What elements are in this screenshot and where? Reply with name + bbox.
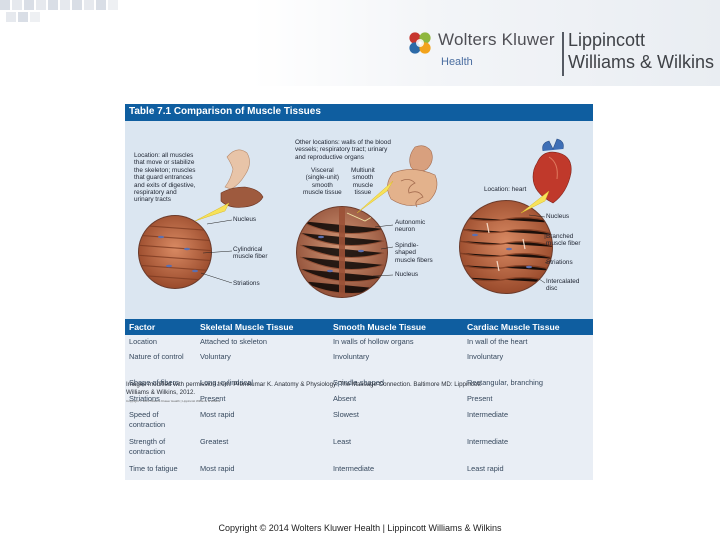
- header-band: Wolters Kluwer Health Lippincott William…: [0, 0, 720, 86]
- table-row: Time to fatigue Most rapid Intermediate …: [125, 462, 593, 480]
- table-row: Nature of control Voluntary Involuntary …: [125, 350, 593, 376]
- factor-cell: Time to fatigue: [129, 464, 178, 473]
- smooth-cell: Spindle shaped: [333, 378, 384, 387]
- logo-divider: [562, 32, 564, 76]
- flexed-arm-image: [220, 149, 264, 208]
- skeletal-cell: Most rapid: [200, 410, 235, 419]
- multiunit-smooth-label: Multiunit smooth muscle tissue: [351, 167, 375, 197]
- cardiac-cell: Least rapid: [467, 464, 504, 473]
- skeletal-striations-label: Striations: [233, 280, 260, 287]
- smooth-location-label: Other locations: walls of the blood vess…: [295, 139, 391, 161]
- cardiac-cell: Present: [467, 394, 493, 403]
- decorative-squares: [0, 0, 130, 30]
- skeletal-cell: Voluntary: [200, 352, 231, 361]
- table-row: Strength of contraction Greatest Least I…: [125, 435, 593, 462]
- factor-cell: Strength of contraction: [129, 437, 166, 457]
- column-header-cardiac: Cardiac Muscle Tissue: [467, 322, 560, 332]
- skeletal-cell: Attached to skeleton: [200, 337, 267, 346]
- skeletal-cell: Long, cylindrical: [200, 378, 253, 387]
- smooth-cell: In walls of hollow organs: [333, 337, 414, 346]
- factor-cell: Striations: [129, 394, 160, 403]
- smooth-nucleus-label: Nucleus: [395, 271, 419, 278]
- credit-fine-print: Copyright © 2014 Wolters Kluwer Health |…: [126, 399, 221, 403]
- autonomic-neuron-label: Autonomic neuron: [395, 219, 426, 234]
- skeletal-muscle-cross-section: [138, 215, 212, 289]
- digestive-organs-image: [387, 145, 438, 208]
- imprint-line-2: Williams & Wilkins: [568, 52, 714, 72]
- table-header-row: Factor Skeletal Muscle Tissue Smooth Mus…: [125, 319, 593, 335]
- skeletal-cell: Most rapid: [200, 464, 235, 473]
- muscle-illustration-panel: Location: all muscles that move or stabi…: [125, 121, 593, 319]
- cardiac-cell: Rectangular, branching: [467, 378, 544, 387]
- skeletal-nucleus-label: Nucleus: [233, 216, 257, 223]
- skeletal-cell: Present: [200, 394, 226, 403]
- visceral-smooth-label: Visceral (single-unit) smooth muscle tis…: [303, 167, 342, 197]
- brand-name: Wolters Kluwer: [438, 30, 555, 49]
- table-row: Shape of fibers Long, cylindrical Spindl…: [125, 376, 593, 392]
- cardiac-cell: In wall of the heart: [467, 337, 528, 346]
- heart-image: [532, 138, 572, 204]
- figure-title-bar: Table 7.1 Comparison of Muscle Tissues: [125, 104, 593, 121]
- column-header-skeletal: Skeletal Muscle Tissue: [200, 322, 294, 332]
- smooth-cell: Slowest: [333, 410, 359, 419]
- publisher-logo: Wolters Kluwer Health Lippincott William…: [407, 30, 717, 80]
- table-row: Speed of contraction Most rapid Slowest …: [125, 408, 593, 435]
- credit-line-1: Images modified with permission from: Pr…: [126, 381, 481, 388]
- intercalated-disc-label: Intercalated disc: [546, 278, 580, 293]
- skeletal-pointer-arrow: [194, 202, 230, 222]
- cardiac-pointer-arrow: [520, 190, 550, 214]
- cardiac-cell: Intermediate: [467, 437, 509, 446]
- cardiac-cell: Involuntary: [467, 352, 504, 361]
- factor-cell: Location: [129, 337, 157, 346]
- skeletal-fiber-label: Cylindrical muscle fiber: [233, 246, 268, 261]
- skeletal-location-label: Location: all muscles that move or stabi…: [134, 152, 196, 204]
- column-header-factor: Factor: [129, 322, 156, 332]
- factor-cell: Shape of fibers: [129, 378, 179, 387]
- copyright-footer: Copyright © 2014 Wolters Kluwer Health |…: [218, 523, 502, 533]
- table-row: Location Attached to skeleton In walls o…: [125, 335, 593, 350]
- imprint-line-1: Lippincott: [568, 30, 646, 50]
- muscle-tissue-table-figure: Table 7.1 Comparison of Muscle Tissues: [125, 104, 593, 480]
- brand-division: Health: [441, 56, 473, 68]
- table-row: Striations Present Absent Present: [125, 392, 593, 408]
- smooth-pointer-arrow: [356, 180, 394, 214]
- figure-title: Table 7.1 Comparison of Muscle Tissues: [129, 106, 321, 117]
- branched-fiber-label: Branched muscle fiber: [546, 233, 581, 248]
- cardiac-nucleus-label: Nucleus: [546, 213, 570, 220]
- skeletal-cell: Greatest: [200, 437, 229, 446]
- credit-line-2: Williams & Wilkins, 2012.: [126, 389, 196, 396]
- smooth-cell: Absent: [333, 394, 357, 403]
- factor-cell: Speed of contraction: [129, 410, 166, 430]
- smooth-muscle-cross-section: [296, 206, 388, 298]
- smooth-cell: Involuntary: [333, 352, 370, 361]
- cardiac-location-label: Location: heart: [484, 186, 527, 193]
- cardiac-muscle-cross-section: [459, 200, 553, 294]
- cardiac-cell: Intermediate: [467, 410, 509, 419]
- spindle-fibers-label: Spindle- shaped muscle fibers: [395, 242, 433, 264]
- muscle-illustrations: [138, 138, 572, 298]
- wolters-kluwer-globe-icon: [409, 32, 431, 54]
- smooth-cell: Intermediate: [333, 464, 375, 473]
- smooth-cell: Least: [333, 437, 352, 446]
- factor-cell: Nature of control: [129, 352, 184, 361]
- column-header-smooth: Smooth Muscle Tissue: [333, 322, 426, 332]
- cardiac-striations-label: Striations: [546, 259, 573, 266]
